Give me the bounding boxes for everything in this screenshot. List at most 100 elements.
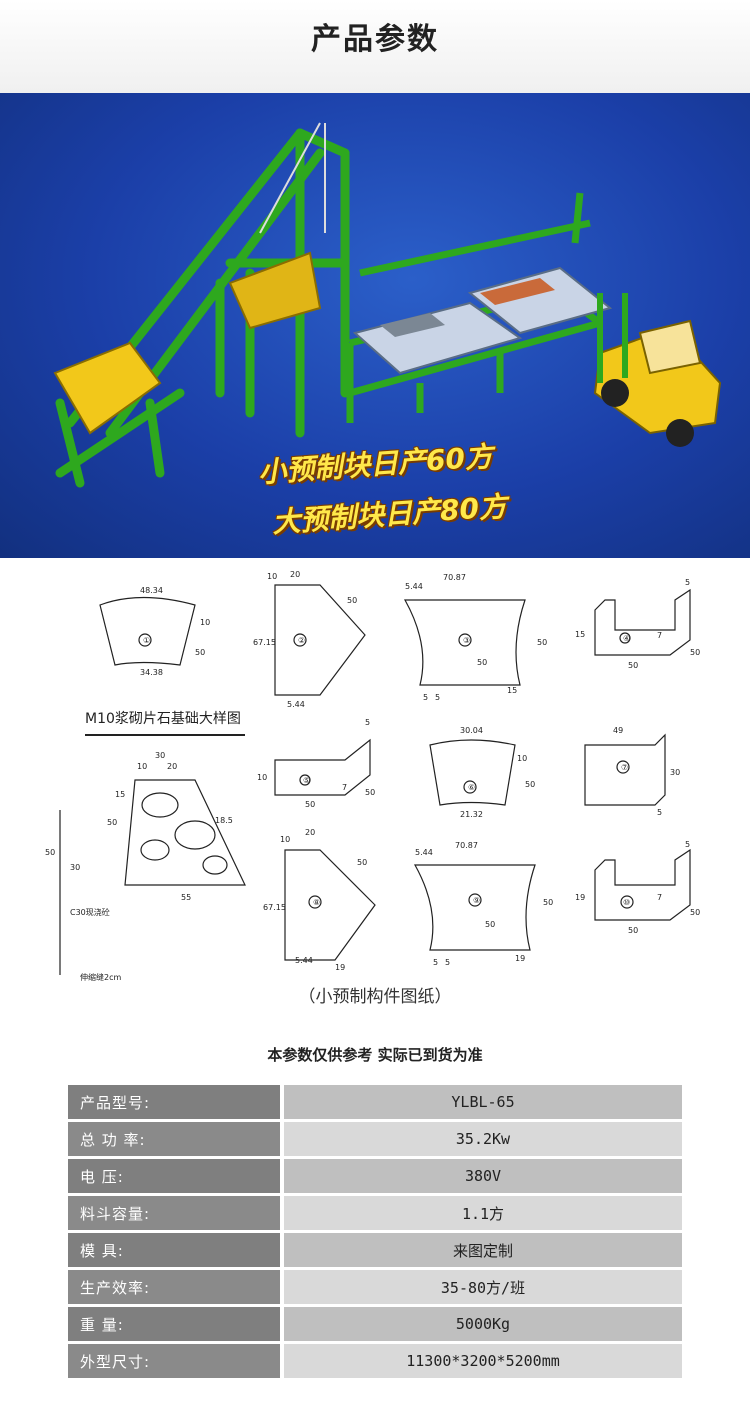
joint-label: 伸缩缝2cm — [80, 972, 121, 982]
page-header: 产品参数 — [0, 0, 750, 93]
svg-text:7: 7 — [657, 893, 662, 902]
svg-text:④: ④ — [623, 634, 630, 643]
spec-row: 料斗容量:1.1方 — [68, 1196, 682, 1230]
spec-label: 生产效率: — [68, 1270, 284, 1304]
part-10: ⑩ 50 19 50 5 7 — [575, 840, 700, 935]
svg-text:⑥: ⑥ — [468, 783, 475, 792]
svg-text:50: 50 — [357, 858, 367, 867]
svg-text:②: ② — [298, 636, 305, 645]
svg-text:19: 19 — [335, 963, 345, 972]
svg-text:67.15: 67.15 — [253, 638, 276, 647]
svg-text:5.44: 5.44 — [415, 848, 433, 857]
svg-text:21.32: 21.32 — [460, 810, 483, 819]
svg-text:10: 10 — [267, 572, 277, 581]
svg-text:5: 5 — [445, 958, 450, 967]
svg-text:20: 20 — [167, 762, 177, 771]
forklift — [593, 293, 722, 447]
svg-text:③: ③ — [463, 636, 470, 645]
stone-foundation: 30 10 20 50 15 55 18.5 — [107, 751, 246, 902]
svg-text:⑤: ⑤ — [303, 776, 310, 785]
svg-text:49: 49 — [613, 726, 623, 735]
spec-value: 380V — [284, 1159, 682, 1193]
roller-table — [352, 266, 613, 375]
svg-text:50: 50 — [477, 658, 487, 667]
part-1-label: ① — [143, 636, 150, 645]
part-7: ⑦ 49 30 5 — [584, 726, 680, 817]
spec-row: 重 量:5000Kg — [68, 1307, 682, 1341]
svg-text:7: 7 — [342, 783, 347, 792]
svg-text:10: 10 — [200, 618, 210, 627]
concrete-label: C30现浇砼 — [70, 907, 110, 917]
edge-detail: 50 30 C30现浇砼 伸缩缝2cm — [45, 810, 121, 982]
svg-text:5.44: 5.44 — [295, 956, 313, 965]
svg-text:19: 19 — [515, 954, 525, 963]
spec-label: 料斗容量: — [68, 1196, 284, 1230]
svg-text:5.44: 5.44 — [287, 700, 305, 709]
part-5: ⑤ 50 50 10 5 7 — [257, 718, 375, 809]
spec-row: 电 压:380V — [68, 1159, 682, 1193]
svg-text:⑦: ⑦ — [621, 763, 628, 772]
part-8: ⑧ 20 10 67.15 50 5.44 19 — [263, 828, 376, 972]
drawing-caption: （小预制构件图纸） — [298, 987, 452, 1007]
part-4: ④ 50 15 50 5 7 — [575, 578, 700, 670]
svg-text:30: 30 — [155, 751, 165, 760]
spec-value: 35.2Kw — [284, 1122, 682, 1156]
svg-text:50: 50 — [543, 898, 553, 907]
cable — [259, 122, 321, 234]
svg-text:15: 15 — [575, 630, 585, 639]
part-3: ③ 70.87 5.44 50 50 5 5 15 — [403, 573, 547, 702]
svg-text:50: 50 — [525, 780, 535, 789]
svg-text:67.15: 67.15 — [263, 903, 286, 912]
drawing-title: M10浆砌片石基础大样图 — [85, 710, 241, 727]
svg-text:5: 5 — [685, 840, 690, 849]
svg-text:20: 20 — [305, 828, 315, 837]
svg-text:30.04: 30.04 — [460, 726, 483, 735]
spec-value: 1.1方 — [284, 1196, 682, 1230]
svg-text:50: 50 — [45, 848, 55, 857]
spec-value: 5000Kg — [284, 1307, 682, 1341]
svg-text:70.87: 70.87 — [455, 841, 478, 850]
spec-label: 重 量: — [68, 1307, 284, 1341]
svg-text:15: 15 — [115, 790, 125, 799]
spec-label: 总 功 率: — [68, 1122, 284, 1156]
spec-label: 产品型号: — [68, 1085, 284, 1119]
mixer — [228, 251, 322, 330]
svg-text:30: 30 — [670, 768, 680, 777]
spec-label: 模 具: — [68, 1233, 284, 1267]
svg-text:10: 10 — [280, 835, 290, 844]
spec-value: 35-80方/班 — [284, 1270, 682, 1304]
svg-text:70.87: 70.87 — [443, 573, 466, 582]
svg-text:⑩: ⑩ — [623, 898, 630, 907]
spec-row: 生产效率:35-80方/班 — [68, 1270, 682, 1304]
spec-row: 总 功 率:35.2Kw — [68, 1122, 682, 1156]
svg-text:50: 50 — [537, 638, 547, 647]
svg-text:50: 50 — [628, 926, 638, 935]
svg-text:7: 7 — [657, 631, 662, 640]
spec-value: 11300*3200*5200mm — [284, 1344, 682, 1378]
svg-text:50: 50 — [347, 596, 357, 605]
svg-text:50: 50 — [195, 648, 205, 657]
svg-text:50: 50 — [365, 788, 375, 797]
component-drawings: ① 48.34 34.38 10 50 ② 20 10 67.15 50 5.4… — [45, 565, 705, 985]
svg-text:50: 50 — [485, 920, 495, 929]
spec-label: 电 压: — [68, 1159, 284, 1193]
svg-text:⑨: ⑨ — [473, 896, 480, 905]
hopper — [53, 341, 162, 435]
svg-text:50: 50 — [690, 648, 700, 657]
svg-text:10: 10 — [137, 762, 147, 771]
page-title: 产品参数 — [311, 22, 439, 57]
svg-text:10: 10 — [517, 754, 527, 763]
spec-label: 外型尺寸: — [68, 1344, 284, 1378]
spec-value: 来图定制 — [284, 1233, 682, 1267]
svg-text:55: 55 — [181, 893, 191, 902]
svg-text:5.44: 5.44 — [405, 582, 423, 591]
svg-text:20: 20 — [290, 570, 300, 579]
svg-text:5: 5 — [423, 693, 428, 702]
part-2: ② 20 10 67.15 50 5.44 — [253, 570, 366, 709]
machine-illustration: 小预制块日产60方 大预制块日产80方 — [0, 93, 750, 558]
svg-text:5: 5 — [657, 808, 662, 817]
svg-text:34.38: 34.38 — [140, 668, 163, 677]
spec-row: 外型尺寸:11300*3200*5200mm — [68, 1344, 682, 1378]
machine-render — [53, 122, 722, 488]
